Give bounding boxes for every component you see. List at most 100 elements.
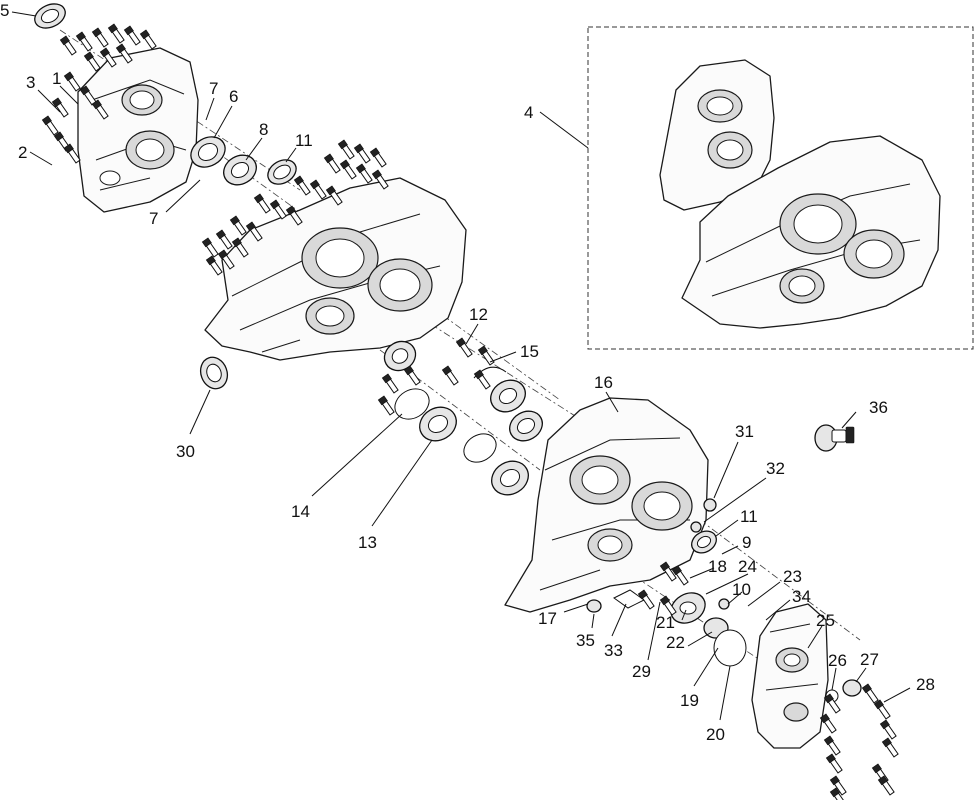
- main-right-housing: [504, 397, 709, 613]
- callout-7-lower: 7: [149, 209, 158, 228]
- bolt-icon: [229, 215, 247, 236]
- callout-3: 3: [26, 73, 35, 92]
- callout-11-lower: 11: [740, 507, 758, 526]
- bolt-icon: [63, 71, 81, 92]
- bolt-icon: [293, 175, 311, 196]
- callout-20: 20: [706, 725, 725, 744]
- callout-19: 19: [680, 691, 699, 710]
- bolt-set: [41, 23, 899, 800]
- callout-labels: 5 3 1 2 7 6 8 11 7 4 12 15 16 36 30 14 1…: [0, 1, 935, 744]
- rear-cover: [751, 603, 829, 749]
- callout-29: 29: [632, 662, 651, 681]
- kit-small-cover: [659, 59, 775, 211]
- bolt-icon: [339, 159, 357, 180]
- bolt-icon: [403, 365, 421, 386]
- bolt-icon: [231, 237, 249, 258]
- bolt-icon: [823, 693, 841, 714]
- kit-large-housing: [681, 135, 941, 329]
- callout-34: 34: [792, 587, 811, 606]
- bolt-icon: [285, 205, 303, 226]
- bolt-icon: [201, 237, 219, 258]
- bolt-icon: [217, 249, 235, 270]
- bolt-icon: [877, 775, 895, 796]
- bolt-icon: [325, 185, 343, 206]
- callout-1: 1: [52, 69, 61, 88]
- callout-2: 2: [18, 143, 27, 162]
- callout-26: 26: [828, 651, 847, 670]
- callout-21: 21: [656, 613, 675, 632]
- callout-11-upper: 11: [295, 131, 313, 150]
- callout-6: 6: [229, 87, 238, 106]
- bolt-icon: [63, 143, 81, 164]
- bolt-icon: [75, 31, 93, 52]
- bolt-icon: [107, 23, 125, 44]
- bolt-icon: [637, 589, 655, 610]
- bolt-icon: [309, 179, 327, 200]
- callout-5: 5: [0, 1, 9, 20]
- callout-27: 27: [860, 650, 879, 669]
- bolt-icon: [215, 229, 233, 250]
- bolt-icon: [269, 199, 287, 220]
- bolt-icon: [861, 683, 879, 704]
- bolt-icon: [205, 255, 223, 276]
- bolt-icon: [253, 193, 271, 214]
- main-left-housing: [204, 177, 467, 361]
- callout-25: 25: [816, 611, 835, 630]
- callout-28: 28: [916, 675, 935, 694]
- bolt-icon: [123, 25, 141, 46]
- bolt-icon: [99, 47, 117, 68]
- callout-18: 18: [708, 557, 727, 576]
- callout-4: 4: [524, 103, 533, 122]
- callout-22: 22: [666, 633, 685, 652]
- housing-kit-box: [587, 26, 974, 350]
- bolt-icon: [659, 595, 677, 616]
- callout-15: 15: [520, 342, 539, 361]
- callout-23: 23: [783, 567, 802, 586]
- bolt-icon: [829, 775, 847, 796]
- left-outer-cover: [77, 47, 199, 213]
- callout-16: 16: [594, 373, 613, 392]
- callout-14: 14: [291, 502, 310, 521]
- bolt-icon: [441, 365, 459, 386]
- callout-17: 17: [538, 609, 557, 628]
- callout-30: 30: [176, 442, 195, 461]
- bolt-icon: [671, 565, 689, 586]
- callout-12: 12: [469, 305, 488, 324]
- bolt-icon: [381, 373, 399, 394]
- bolt-icon: [825, 753, 843, 774]
- seals-and-bearings: [34, 3, 862, 703]
- bolt-icon: [245, 221, 263, 242]
- callout-7-upper: 7: [209, 79, 218, 98]
- bolt-icon: [455, 337, 473, 358]
- bolt-icon: [377, 395, 395, 416]
- bolt-icon: [115, 43, 133, 64]
- callout-13: 13: [358, 533, 377, 552]
- bolt-icon: [355, 163, 373, 184]
- bolt-icon: [139, 29, 157, 50]
- bolt-icon: [881, 737, 899, 758]
- bolt-icon: [879, 719, 897, 740]
- bolt-icon: [91, 27, 109, 48]
- leader-lines: [11, 11, 911, 721]
- bolt-icon: [819, 713, 837, 734]
- callout-10: 10: [732, 580, 751, 599]
- callout-8: 8: [259, 120, 268, 139]
- callout-9: 9: [742, 533, 751, 552]
- callout-33: 33: [604, 641, 623, 660]
- bolt-icon: [371, 169, 389, 190]
- callout-32: 32: [766, 459, 785, 478]
- bolt-icon: [659, 561, 677, 582]
- callout-36: 36: [869, 398, 888, 417]
- callout-35: 35: [576, 631, 595, 650]
- callout-24: 24: [738, 557, 757, 576]
- bolt-icon: [91, 99, 109, 120]
- bolt-icon: [337, 139, 355, 160]
- bolt-icon: [323, 153, 341, 174]
- bolt-icon: [473, 369, 491, 390]
- bolt-icon: [83, 51, 101, 72]
- bolt-icon: [369, 147, 387, 168]
- bolt-icon: [823, 735, 841, 756]
- bolt-icon: [873, 699, 891, 720]
- bolt-icon: [41, 115, 59, 136]
